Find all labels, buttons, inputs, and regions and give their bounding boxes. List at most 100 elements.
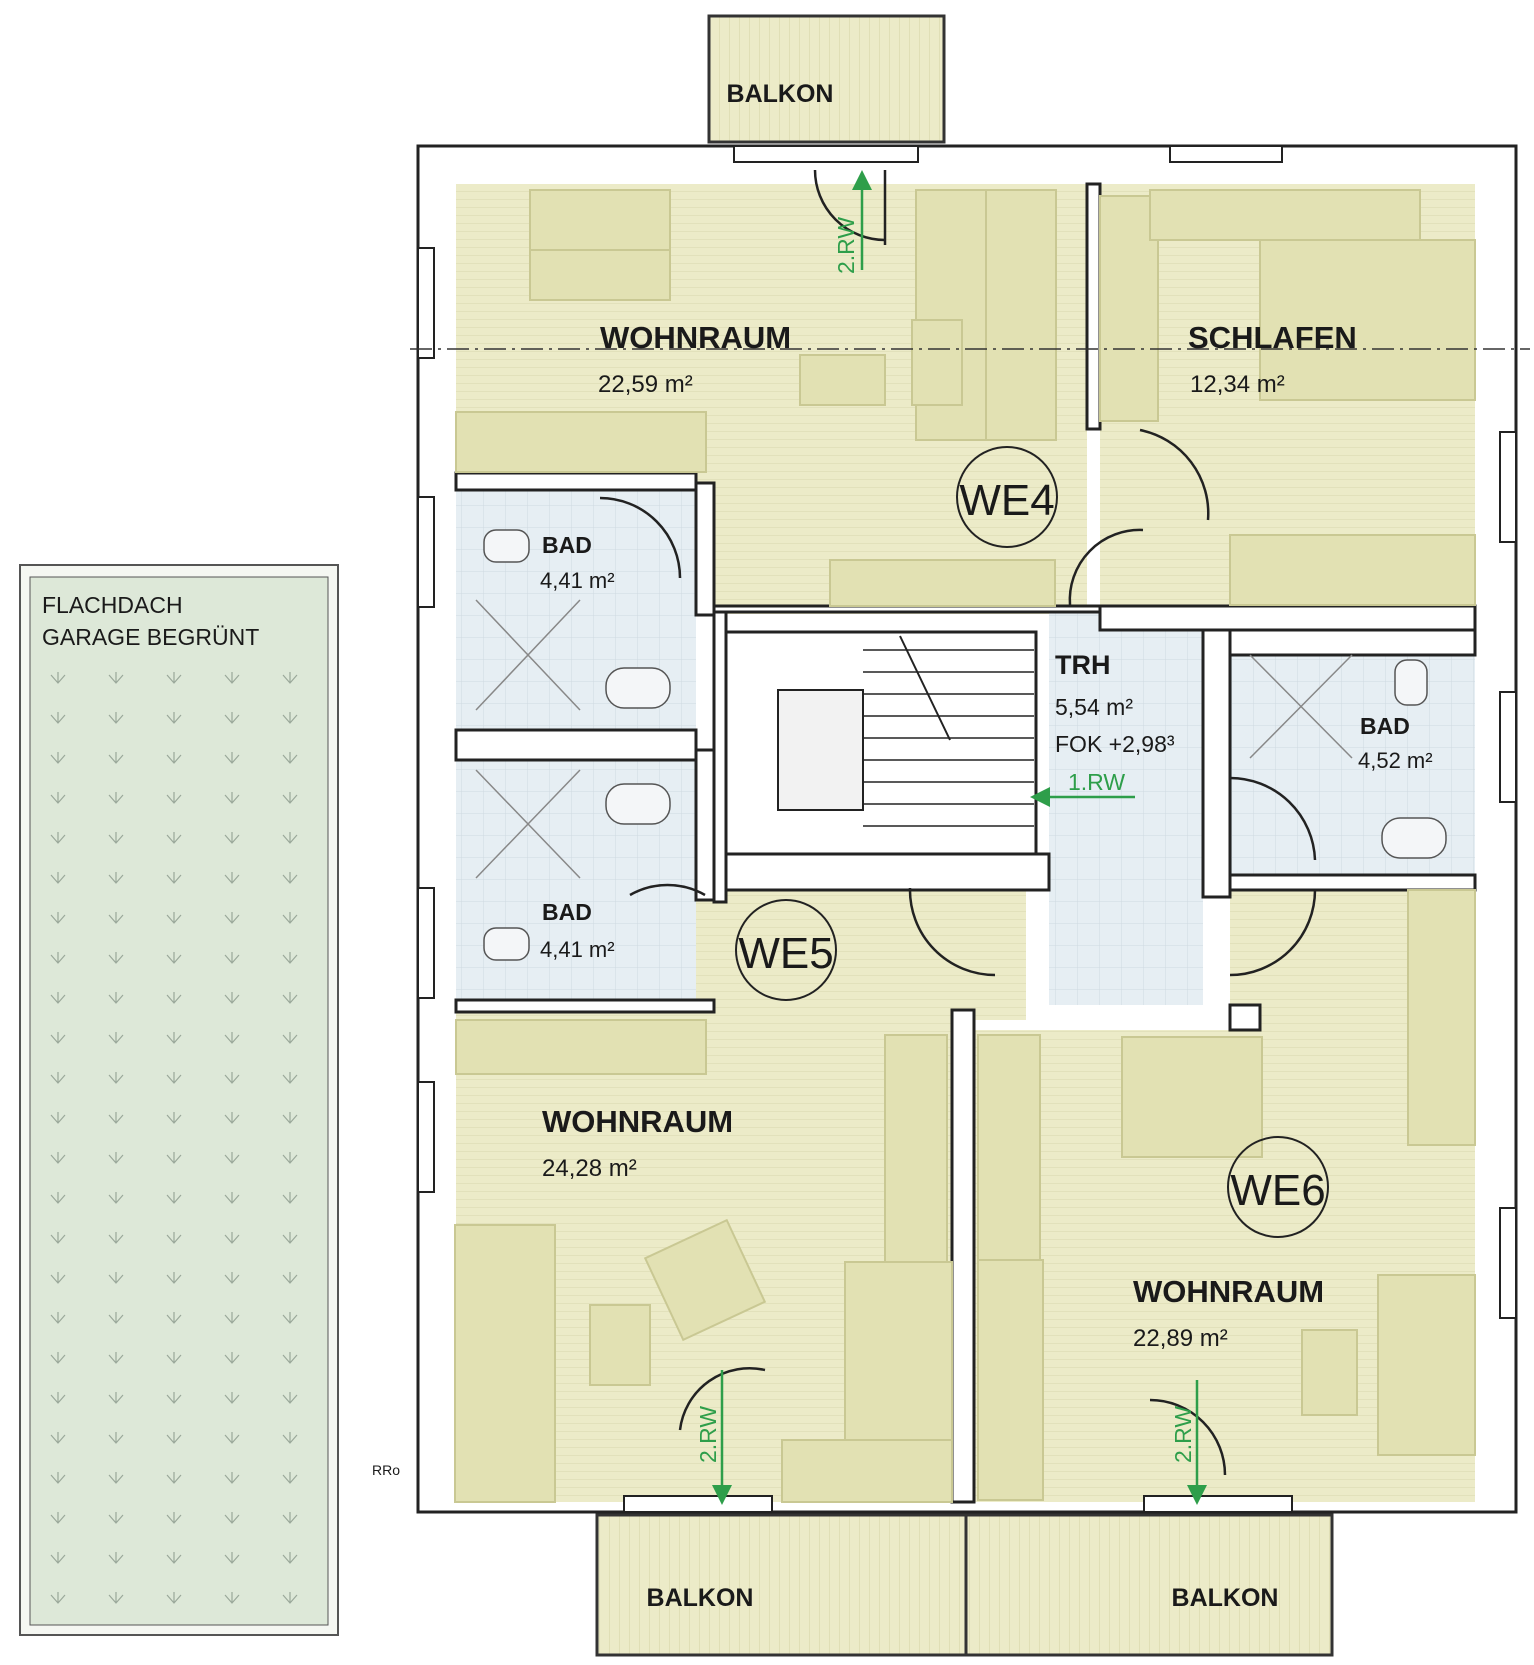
we6-bath-area: 4,52 m² [1358,748,1433,773]
roof-mark [224,1152,240,1164]
we4-living-label: WOHNRAUM [600,320,791,355]
roof-mark [50,1312,66,1324]
roof-mark [108,1472,124,1484]
roof-mark [108,1592,124,1604]
we5-hall-floor [696,890,1026,1020]
roof-mark [282,1152,298,1164]
roof-mark [108,872,124,884]
we6-unit-label: WE6 [1230,1166,1325,1215]
roof-mark [224,1352,240,1364]
roof-mark [50,1392,66,1404]
roof-label-line2: GARAGE BEGRÜNT [42,624,259,650]
roof-mark [108,912,124,924]
roof-mark [166,992,182,1004]
roof-mark [224,1072,240,1084]
we4-bath-label: BAD [542,532,592,558]
roof-mark [50,1552,66,1564]
roof-mark [282,992,298,1004]
roof-mark [108,1432,124,1444]
roof-mark [224,1032,240,1044]
roof-mark [50,1352,66,1364]
we4-unit-label: WE4 [959,476,1054,525]
roof-mark [108,752,124,764]
drawing-marker: RRo [372,1462,400,1478]
stair-hall-area: 5,54 m² [1055,694,1133,720]
roof-mark [166,1032,182,1044]
roof-mark [166,872,182,884]
roof-mark [224,872,240,884]
roof-mark [282,872,298,884]
roof-mark [50,1592,66,1604]
roof-mark [282,792,298,804]
roof-mark [282,1552,298,1564]
we5-bath-area: 4,41 m² [540,937,615,962]
we4-bath-area: 4,41 m² [540,568,615,593]
staircase [724,630,1038,856]
roof-mark [108,1112,124,1124]
roof-mark [166,672,182,684]
roof-mark [224,1552,240,1564]
interior-walls [454,182,1477,1504]
roof-mark [224,912,240,924]
roof-mark [50,1272,66,1284]
roof-mark [108,1032,124,1044]
roof-mark [224,1272,240,1284]
we4-sleep-label: SCHLAFEN [1188,320,1357,355]
roof-mark [166,1432,182,1444]
escape-route-2-label-we6: 2.RW [1170,1406,1196,1463]
roof-mark [50,1472,66,1484]
roof-mark [50,1032,66,1044]
roof-mark [282,832,298,844]
roof-mark [108,1552,124,1564]
stair-hall-level: FOK +2,98³ [1055,731,1175,757]
roof-mark [282,1592,298,1604]
stair-hall-label: TRH [1055,650,1111,680]
roof-mark [108,1312,124,1324]
roof-mark [166,952,182,964]
roof-mark [282,1432,298,1444]
roof-mark [166,1352,182,1364]
roof-mark [50,752,66,764]
roof-mark [224,992,240,1004]
we6-living-label: WOHNRAUM [1133,1274,1324,1309]
roof-mark [50,832,66,844]
roof-mark [108,712,124,724]
roof-mark [282,752,298,764]
we4-living-area: 22,59 m² [598,371,693,398]
door-swings [599,169,1317,1476]
roof-mark [224,1512,240,1524]
roof-mark [282,1072,298,1084]
balcony-south-left-label: BALKON [647,1584,754,1612]
roof-mark [224,1592,240,1604]
roof-mark [166,1232,182,1244]
roof-mark [108,1152,124,1164]
roof-mark [108,1192,124,1204]
roof-mark [108,1232,124,1244]
roof-mark [282,1032,298,1044]
roof-mark [282,1312,298,1324]
roof-mark [224,792,240,804]
roof-mark [108,1352,124,1364]
escape-route-1-label: 1.RW [1068,769,1125,795]
balcony-north [707,14,946,144]
roof-mark [50,952,66,964]
roof-mark [224,1312,240,1324]
roof-mark [108,952,124,964]
roof-mark [166,1272,182,1284]
roof-mark [50,712,66,724]
unit-circles [735,446,1329,1238]
roof-mark [224,1112,240,1124]
roof-mark [166,1592,182,1604]
roof-mark [282,1472,298,1484]
roof-mark [108,1072,124,1084]
roof-mark [50,1152,66,1164]
roof-mark [282,1392,298,1404]
we6-living-area: 22,89 m² [1133,1325,1228,1352]
roof-mark [224,752,240,764]
escape-route-arrows [712,170,1207,1505]
escape-route-2-label-we5: 2.RW [695,1406,721,1463]
roof-mark [282,912,298,924]
roof-mark [50,1072,66,1084]
roof-mark [50,1512,66,1524]
